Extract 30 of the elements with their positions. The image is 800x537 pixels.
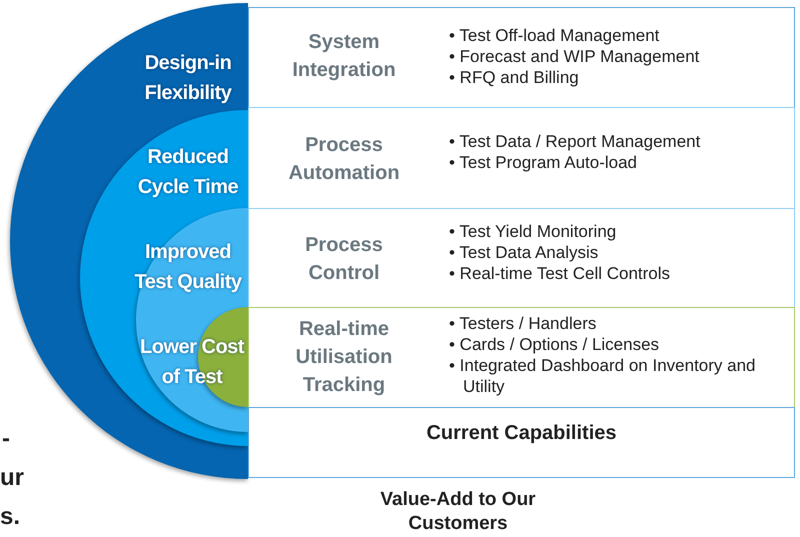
table-row — [248, 407, 795, 478]
bullet-item: • Integrated Dashboard on Inventory and Utility — [449, 355, 756, 397]
cropped-text: s. — [0, 505, 22, 529]
row-title: Process Control — [304, 233, 384, 286]
bullet-item: • Real-time Test Cell Controls — [449, 263, 672, 284]
band-label: Reduced Cycle Time — [136, 145, 240, 200]
table-row — [248, 7, 795, 108]
row-title: Process Automation — [287, 133, 401, 186]
band-label: Design-in Flexibility — [144, 51, 233, 106]
half-circle-band — [136, 208, 248, 432]
bullet-item: • RFQ and Billing — [449, 67, 580, 88]
table-row — [248, 208, 795, 308]
bullet-item: • Test Yield Monitoring — [449, 221, 618, 242]
bullet-item: • Test Data / Report Management — [449, 131, 702, 152]
cropped-text: ur — [0, 466, 25, 490]
cropped-text: - — [2, 427, 11, 451]
row-title: System Integration — [291, 30, 397, 83]
bullet-item: • Test Data Analysis — [449, 242, 600, 263]
bullet-item: • Testers / Handlers — [449, 313, 598, 334]
row-title: Real-time Utilisation Tracking — [294, 317, 394, 398]
caption-text: Value-Add to Our Customers — [379, 488, 537, 536]
bullet-item: • Cards / Options / Licenses — [449, 334, 660, 355]
bullet-item: • Forecast and WIP Management — [449, 46, 700, 67]
half-circle-band — [80, 110, 248, 446]
row-title: Current Capabilities — [425, 422, 618, 445]
bullet-item: • Test Program Auto-load — [449, 152, 638, 173]
band-label: Improved Test Quality — [134, 240, 243, 295]
bullet-item: • Test Off-load Management — [449, 25, 660, 46]
table-row — [248, 307, 795, 408]
table-row — [248, 107, 795, 209]
